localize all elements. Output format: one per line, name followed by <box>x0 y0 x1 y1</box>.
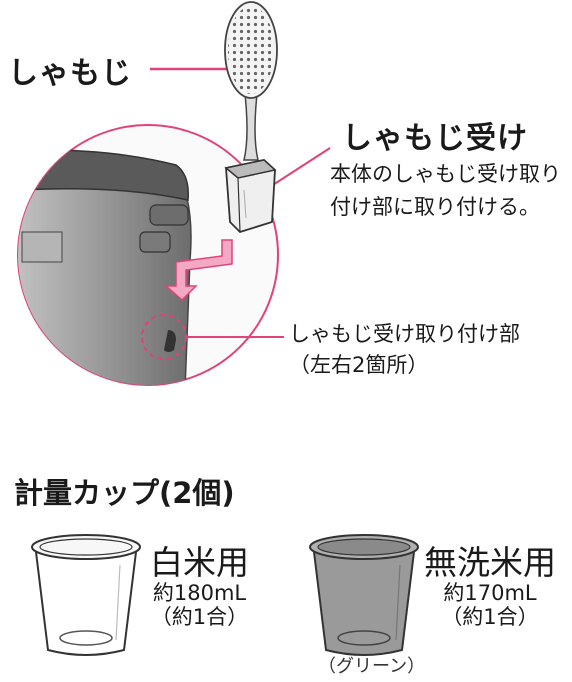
mount-point-marker <box>141 314 187 360</box>
holder-description: 本体のしゃもじ受け取り付け部に取り付ける。 <box>330 162 561 219</box>
white-rice-cup-name: 白米用 <box>150 543 249 582</box>
musenmai-cup-text: 無洗米用 約170mL （約1合） <box>424 543 556 630</box>
musenmai-cup-name: 無洗米用 <box>424 543 556 582</box>
musenmai-cup-approx: （約1合） <box>441 605 539 629</box>
white-rice-cup-text: 白米用 約180mL （約1合） <box>150 543 249 630</box>
mount-note: （左右2箇所） <box>289 353 429 377</box>
shamoji-label: しゃもじ <box>8 56 132 91</box>
mount-label-block: しゃもじ受け取り付け部 （左右2箇所） <box>289 319 520 381</box>
musenmai-cup-capacity: 約170mL <box>443 581 537 605</box>
holder-title: しゃもじ受け <box>342 121 528 156</box>
rice-cooker-closeup <box>17 124 279 386</box>
measuring-cups-title: 計量カップ(2個) <box>14 476 235 510</box>
white-rice-cup-approx: （約1合） <box>150 605 249 629</box>
shamoji-paddle-icon <box>224 1 278 161</box>
musenmai-color-note: （グリーン） <box>318 656 426 677</box>
white-rice-cup-capacity: 約180mL <box>152 581 247 605</box>
white-rice-cup-icon <box>31 534 141 656</box>
shamoji-holder-icon <box>224 159 277 234</box>
mount-label: しゃもじ受け取り付け部 <box>289 322 520 346</box>
install-arrow-icon <box>164 239 233 302</box>
musenmai-cup-icon <box>309 534 419 656</box>
